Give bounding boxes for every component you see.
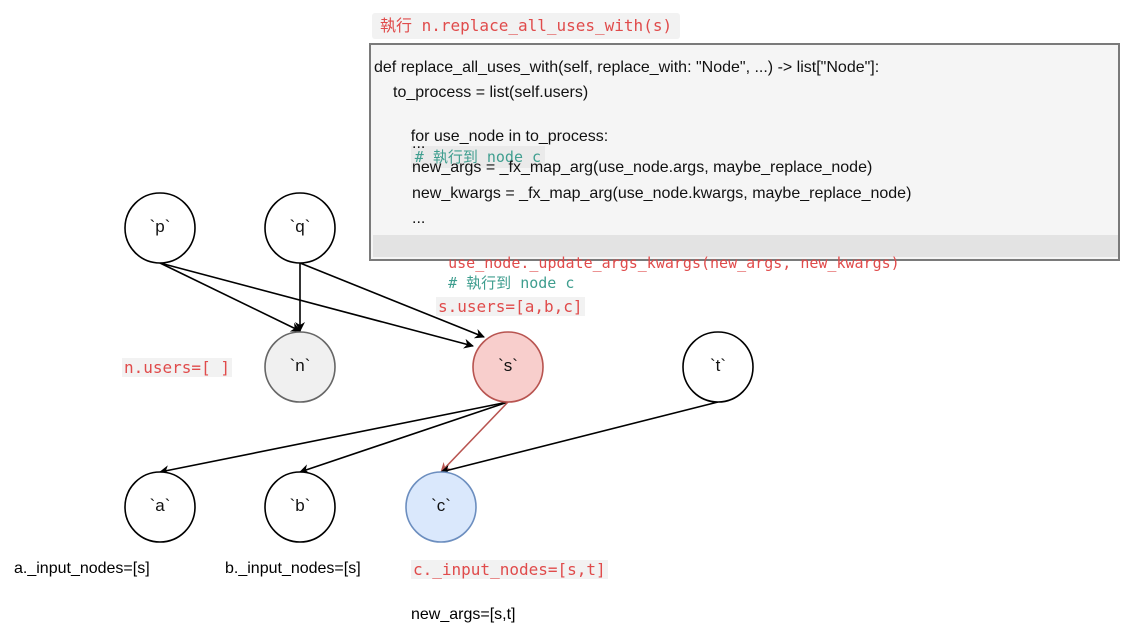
node-a-label: `a` <box>149 496 171 515</box>
s-users-annotation: s.users=[a,b,c] <box>436 297 585 316</box>
edge-p-n <box>159 262 301 332</box>
code-line-6: new_kwargs = _fx_map_arg(use_node.kwargs… <box>412 185 912 202</box>
node-n-label: `n` <box>289 356 311 375</box>
highlighted-line <box>373 235 1118 257</box>
node-t-label: `t` <box>709 356 727 375</box>
node-p-label: `p` <box>149 217 171 236</box>
node-b-label: `b` <box>289 496 311 515</box>
a-input-nodes-annotation: a._input_nodes=[s] <box>14 560 150 577</box>
node-b <box>264 471 336 543</box>
code-block: def replace_all_uses_with(self, replace_… <box>369 43 1120 292</box>
node-t <box>682 331 754 403</box>
node-q <box>264 192 336 264</box>
node-c <box>405 471 477 543</box>
code-line-5: new_args = _fx_map_arg(use_node.args, ma… <box>412 159 873 176</box>
diagram-title: 執行 n.replace_all_uses_with(s) <box>372 13 681 39</box>
code-line-8-comment: # 執行到 node c <box>448 274 575 292</box>
edge-t-c <box>440 401 719 475</box>
edge-s-a <box>159 401 509 476</box>
node-c-label: `c` <box>431 496 451 515</box>
node-q-label: `q` <box>289 217 311 236</box>
code-line-3-code: for use_node in to_process: <box>410 128 609 145</box>
edge-q-s <box>299 262 485 339</box>
new-args-annotation: new_args=[s,t] <box>411 606 516 623</box>
code-line-8: use_node._update_args_kwargs(new_args, n… <box>412 236 900 311</box>
node-n <box>264 331 336 403</box>
node-s <box>472 331 544 403</box>
code-line-7: ... <box>412 210 426 227</box>
edge-s-c <box>440 401 509 473</box>
code-line-2: to_process = list(self.users) <box>393 84 589 101</box>
code-line-1: def replace_all_uses_with(self, replace_… <box>374 59 880 76</box>
code-line-8-code: use_node._update_args_kwargs(new_args, n… <box>448 254 900 272</box>
edge-s-b <box>299 401 509 474</box>
edge-p-s <box>159 262 474 349</box>
code-line-4: ... <box>412 135 426 152</box>
b-input-nodes-annotation: b._input_nodes=[s] <box>225 560 361 577</box>
node-p <box>124 192 196 264</box>
code-line-3-comment: # 執行到 node c <box>410 146 546 168</box>
c-input-nodes-annotation: c._input_nodes=[s,t] <box>411 560 608 579</box>
code-line-3: for use_node in to_process: # 執行到 node c <box>393 110 608 185</box>
node-a <box>124 471 196 543</box>
n-users-annotation: n.users=[ ] <box>122 358 232 377</box>
node-s-label: `s` <box>498 356 518 375</box>
